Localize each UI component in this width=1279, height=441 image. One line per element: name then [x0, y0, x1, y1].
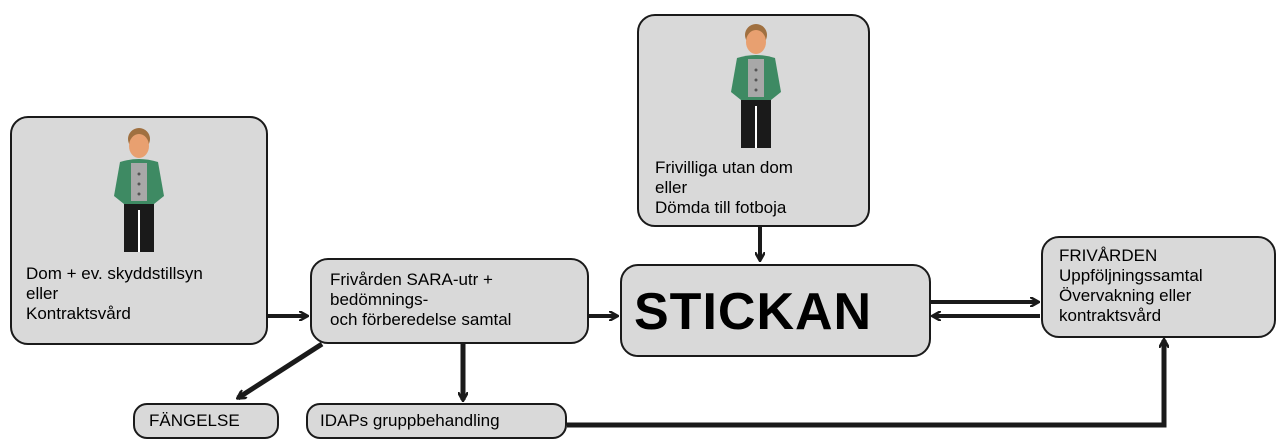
node-sara: Frivården SARA-utr + bedömnings- och för…: [310, 258, 589, 344]
node-stickan: STICKAN: [620, 264, 931, 357]
node-frivarden: FRIVÅRDEN Uppföljningssamtal Övervakning…: [1041, 236, 1276, 338]
arrow-sara-to-fangelse: [238, 341, 324, 401]
node-frivilliga: Frivilliga utan dom eller Dömda till fot…: [637, 14, 870, 227]
node-stickan-label: STICKAN: [634, 283, 873, 341]
person-icon: [731, 24, 781, 148]
node-frivilliga-label: Frivilliga utan dom eller Dömda till fot…: [655, 158, 793, 217]
node-idap: IDAPs gruppbehandling: [306, 403, 567, 439]
node-dom-label: Dom + ev. skyddstillsyn eller Kontraktsv…: [26, 264, 203, 323]
node-frivarden-label: FRIVÅRDEN Uppföljningssamtal Övervakning…: [1059, 246, 1203, 325]
node-fangelse: FÄNGELSE: [133, 403, 279, 439]
node-dom: Dom + ev. skyddstillsyn eller Kontraktsv…: [10, 116, 268, 345]
node-sara-label: Frivården SARA-utr + bedömnings- och för…: [330, 270, 512, 329]
person-icon: [114, 128, 164, 252]
arrow-idap-to-frivarden: [567, 340, 1164, 428]
node-idap-label: IDAPs gruppbehandling: [320, 411, 500, 430]
node-fangelse-label: FÄNGELSE: [149, 411, 240, 430]
